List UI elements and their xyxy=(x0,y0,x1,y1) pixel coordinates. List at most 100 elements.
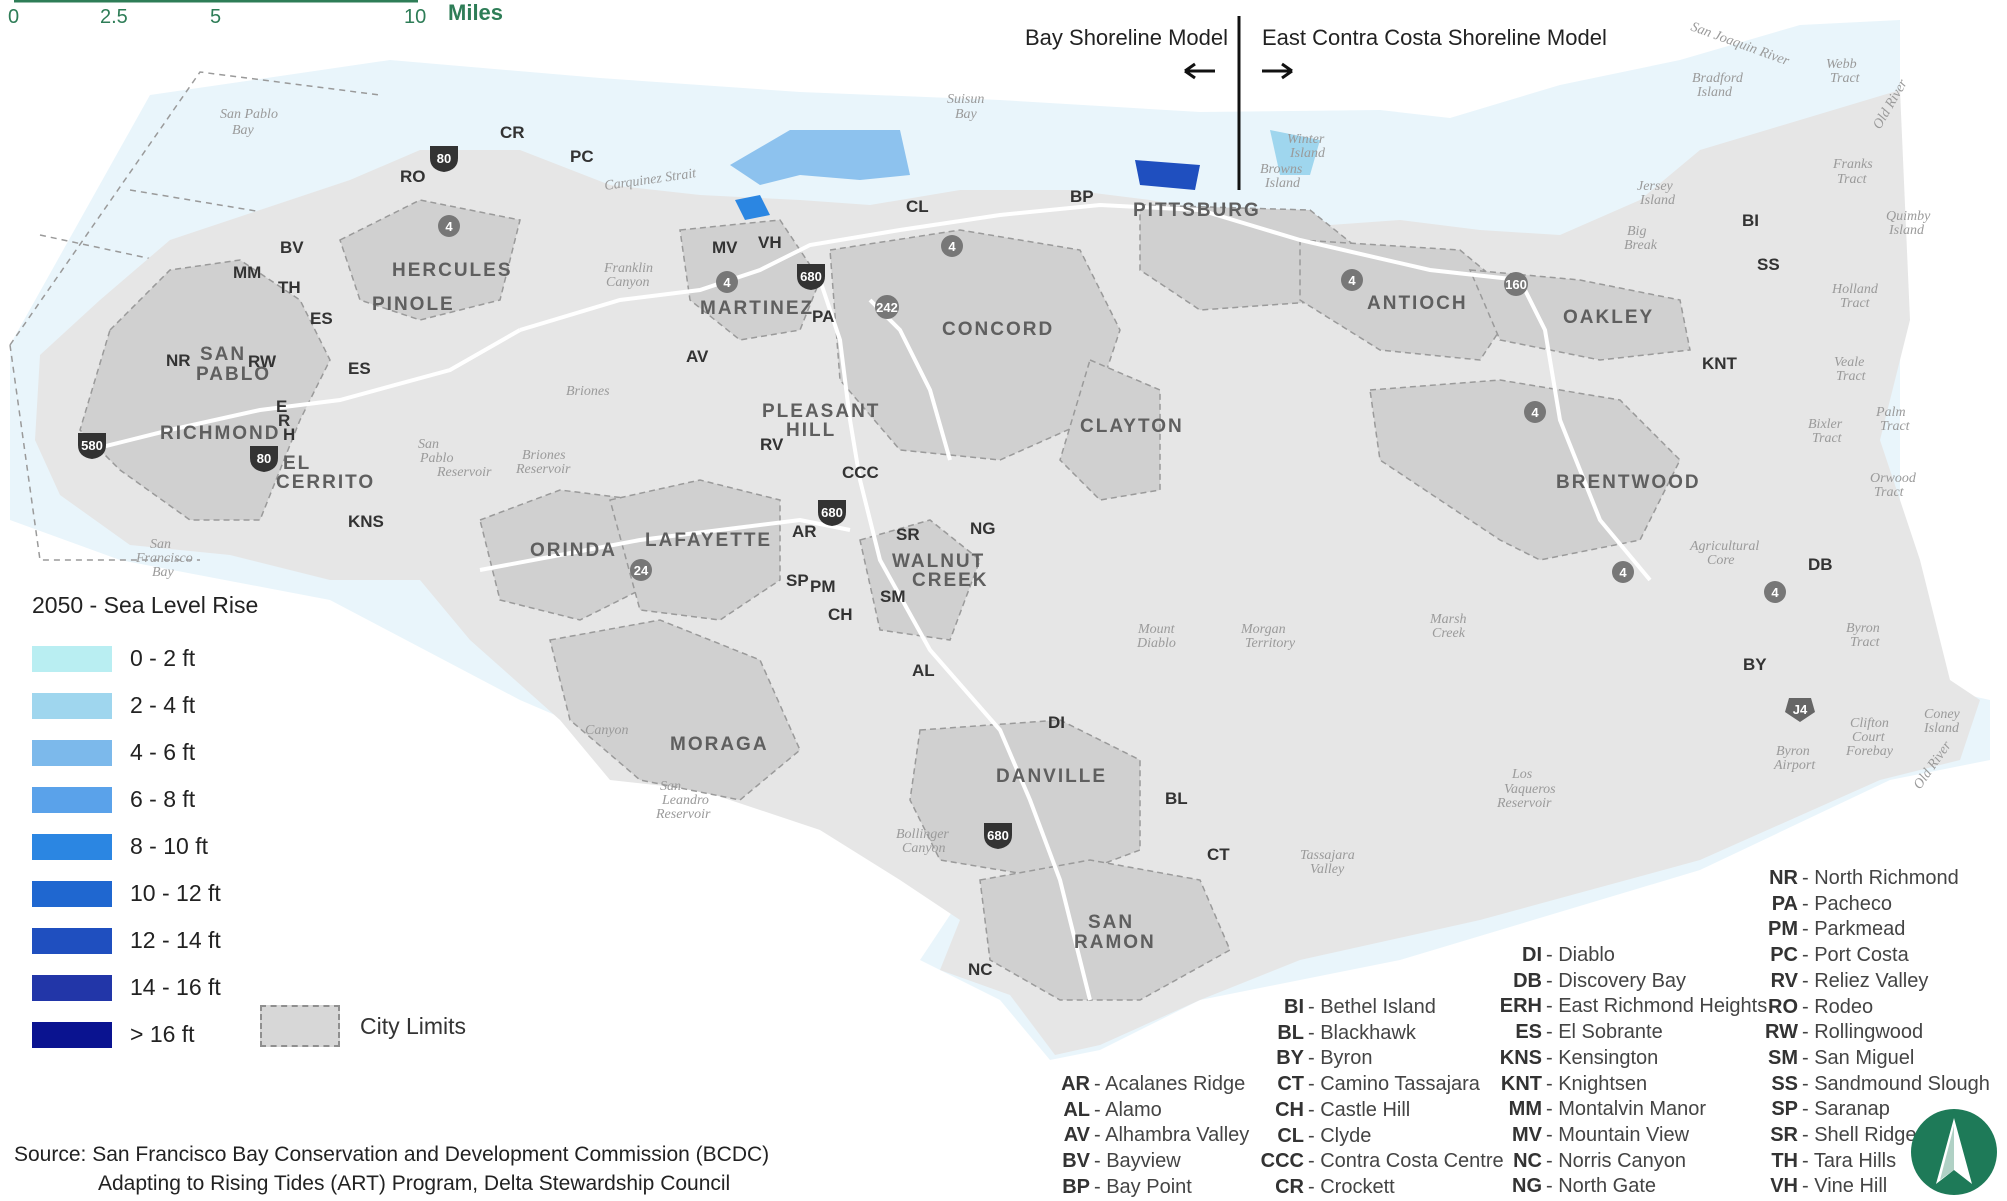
place-label: Tract xyxy=(1836,369,1867,384)
legend-item: 2 - 4 ft xyxy=(32,682,482,729)
abbreviation-item: CL- Clyde xyxy=(1244,1124,1504,1150)
interstate-shield-icon: 680 xyxy=(797,264,825,290)
abbreviation-name: - Diablo xyxy=(1546,944,1615,966)
map-code: MV xyxy=(712,238,738,257)
map-code: BP xyxy=(1070,187,1094,206)
place-label: Tract xyxy=(1812,431,1843,446)
map-code: TH xyxy=(278,278,301,297)
abbreviation-name: - Byron xyxy=(1308,1047,1373,1070)
place-label: Reservoir xyxy=(436,465,492,480)
place-label: Reservoir xyxy=(655,807,711,822)
place-label: Territory xyxy=(1245,636,1296,651)
highway-label: J4 xyxy=(1793,702,1808,717)
place-label: Island xyxy=(1264,176,1301,191)
place-label: Leandro xyxy=(661,793,709,808)
highway-label: 4 xyxy=(948,239,956,254)
abbreviation-name: - Montalvin Manor xyxy=(1546,1098,1707,1121)
place-label: Francisco xyxy=(135,551,193,566)
place-label: Forebay xyxy=(1845,744,1894,759)
abbreviation-name: - Reliez Valley xyxy=(1802,969,1929,992)
source-line-2: Adapting to Rising Tides (ART) Program, … xyxy=(98,1172,731,1195)
legend-item: 10 - 12 ft xyxy=(32,870,482,917)
abbreviation-item: BV- Bayview xyxy=(1044,1149,1249,1175)
abbreviation-code: NR xyxy=(1769,867,1798,889)
map-code: MM xyxy=(233,263,261,282)
abbreviation-item: BP- Bay Point xyxy=(1044,1175,1249,1201)
abbreviation-item: TH- Tara Hills xyxy=(1752,1149,1990,1175)
map-code: SM xyxy=(880,587,906,606)
place-label: Winter xyxy=(1287,132,1325,147)
place-label: Los xyxy=(1511,767,1533,782)
legend-item: > 16 ft xyxy=(32,1011,482,1058)
place-label: Canyon xyxy=(585,723,629,738)
place-label: Bay xyxy=(955,107,978,122)
map-code: ES xyxy=(348,359,371,378)
legend-swatch xyxy=(32,786,112,813)
place-label: Tract xyxy=(1837,172,1868,187)
abbreviation-code: DB xyxy=(1513,969,1542,992)
legend-swatch xyxy=(32,974,112,1001)
abbreviation-name: - San Miguel xyxy=(1802,1046,1915,1069)
city-label: CLAYTON xyxy=(1080,416,1184,437)
city-limits-label: City Limits xyxy=(360,1012,467,1039)
abbreviation-code: PC xyxy=(1770,944,1798,967)
abbreviation-code: CR xyxy=(1275,1175,1304,1198)
abbreviation-code: PM xyxy=(1768,918,1798,941)
abbreviation-code: AR xyxy=(1061,1073,1090,1095)
north-arrow-icon xyxy=(1911,1109,1997,1195)
map-code: BL xyxy=(1165,789,1188,808)
interstate-shield-icon: 80 xyxy=(250,446,278,472)
scale-tick-2-5: 2.5 xyxy=(100,6,128,28)
map-code: CR xyxy=(500,123,525,142)
place-label: Island xyxy=(1696,85,1733,100)
scale-tick-0: 0 xyxy=(8,6,19,28)
highway-label: 680 xyxy=(800,269,822,284)
scale-unit: Miles xyxy=(448,0,503,25)
abbreviation-code: BI xyxy=(1284,996,1304,1018)
place-label: Airport xyxy=(1773,758,1816,773)
abbreviation-code: ERH xyxy=(1499,995,1542,1018)
abbreviation-code: CL xyxy=(1277,1124,1304,1147)
city-label: CREEK xyxy=(912,570,989,591)
place-label: Palm xyxy=(1875,405,1906,420)
interstate-shield-icon: 680 xyxy=(984,823,1012,849)
legend-label: 10 - 12 ft xyxy=(130,880,221,906)
place-label: Break xyxy=(1624,238,1658,253)
map-code: H xyxy=(283,425,295,444)
legend-title: 2050 - Sea Level Rise xyxy=(32,592,259,618)
place-label: Agricultural xyxy=(1689,539,1759,554)
abbreviation-item: DI- Diablo xyxy=(1482,943,1767,969)
place-label: Reservoir xyxy=(1496,796,1552,811)
scale-tick-5: 5 xyxy=(210,6,221,28)
city-label: LAFAYETTE xyxy=(645,530,772,551)
place-label: Browns xyxy=(1260,162,1303,177)
state-route-icon: 4 xyxy=(1612,561,1634,583)
city-label: ANTIOCH xyxy=(1367,293,1468,314)
abbreviation-name: - North Gate xyxy=(1546,1175,1657,1198)
abbreviation-name: - Sandmound Slough xyxy=(1802,1072,1990,1095)
abbreviation-name: - Mountain View xyxy=(1546,1123,1690,1146)
abbreviation-item: BL- Blackhawk xyxy=(1244,1021,1504,1047)
highway-label: 242 xyxy=(876,300,898,315)
abbreviation-item: PC- Port Costa xyxy=(1752,943,1990,969)
state-route-icon: 4 xyxy=(1341,269,1363,291)
place-label: Bixler xyxy=(1808,417,1843,432)
abbreviation-item: AR- Acalanes Ridge xyxy=(1044,1072,1249,1098)
abbreviation-name: - Camino Tassajara xyxy=(1308,1073,1480,1096)
abbreviation-code: KNS xyxy=(1499,1046,1542,1069)
interstate-shield-icon: 80 xyxy=(430,146,458,172)
abbreviation-code: AV xyxy=(1063,1124,1090,1147)
abbreviation-item: PM- Parkmead xyxy=(1752,917,1990,943)
interstate-shield-icon: 680 xyxy=(818,500,846,526)
map-code: SR xyxy=(896,525,920,544)
state-route-icon: 4 xyxy=(438,215,460,237)
abbreviation-code: TH xyxy=(1771,1149,1798,1172)
city-label: CERRITO xyxy=(276,472,375,493)
abbreviation-code: SM xyxy=(1768,1046,1798,1069)
abbreviation-name: - Shell Ridge xyxy=(1802,1124,1917,1147)
legend-item: 6 - 8 ft xyxy=(32,776,482,823)
place-label: Valley xyxy=(1310,862,1345,877)
